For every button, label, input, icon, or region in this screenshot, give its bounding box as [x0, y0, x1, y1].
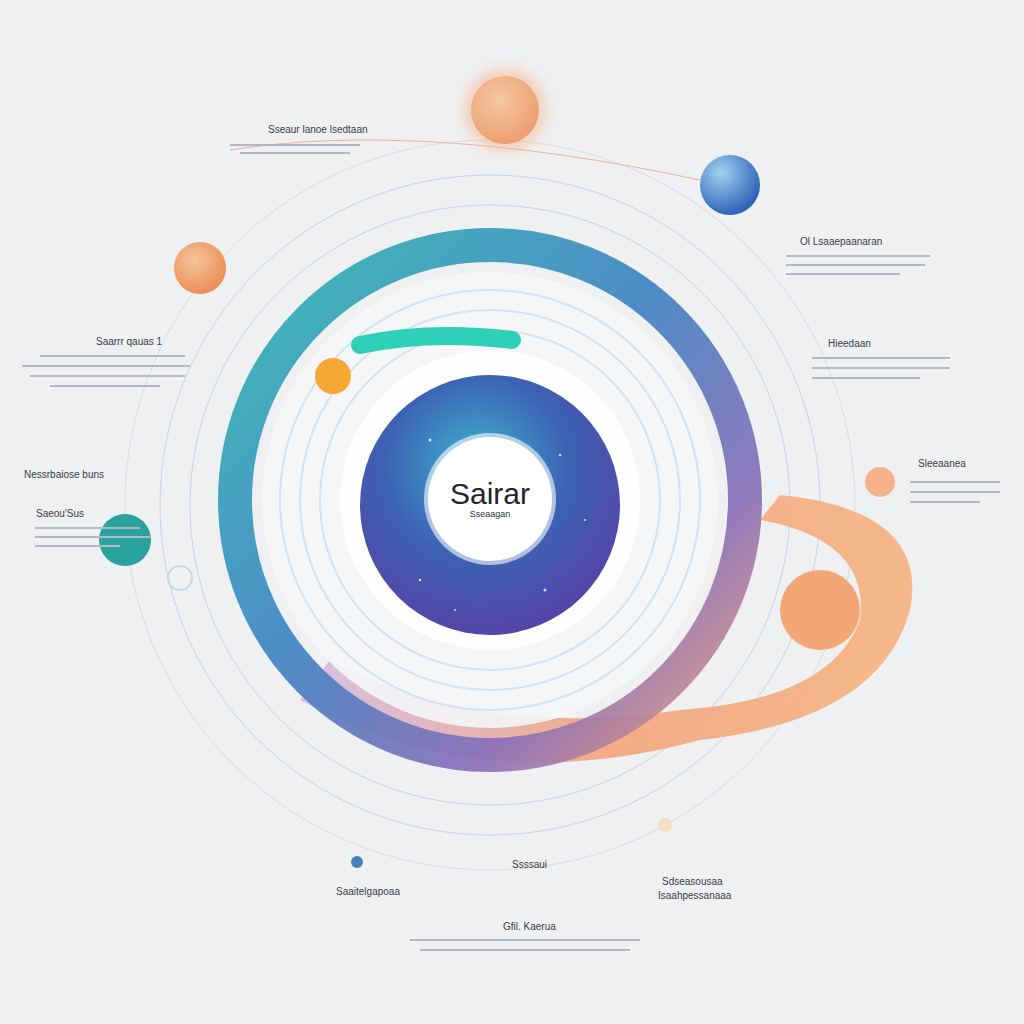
- annotation-label: Gfil. Kaerua: [503, 921, 556, 933]
- annotation-label: Nessrbaiose buns: [24, 469, 104, 481]
- annotation-label: Sseaur lanoe lsedtaan: [268, 124, 368, 136]
- annotation-label: Ssssaui: [512, 859, 547, 871]
- annotation-label: Hieedaan: [828, 338, 871, 350]
- annotation-label: Saaitelgapoaa: [336, 886, 400, 898]
- center-subtitle: Sseaagan: [470, 509, 511, 520]
- center-circle: SairarSseaagan: [428, 437, 552, 561]
- center-title: Sairar: [450, 478, 530, 510]
- annotation-label: Sdseasousaa: [662, 876, 723, 888]
- annotation-label: Saeou'Sus: [36, 508, 84, 520]
- annotation-label: Isaahpessanaaa: [658, 890, 731, 902]
- annotation-label: Sleeaanea: [918, 458, 966, 470]
- annotation-label: Ol Lsaaepaanaran: [800, 236, 882, 248]
- annotation-label: Saarrr qauas 1: [96, 336, 162, 348]
